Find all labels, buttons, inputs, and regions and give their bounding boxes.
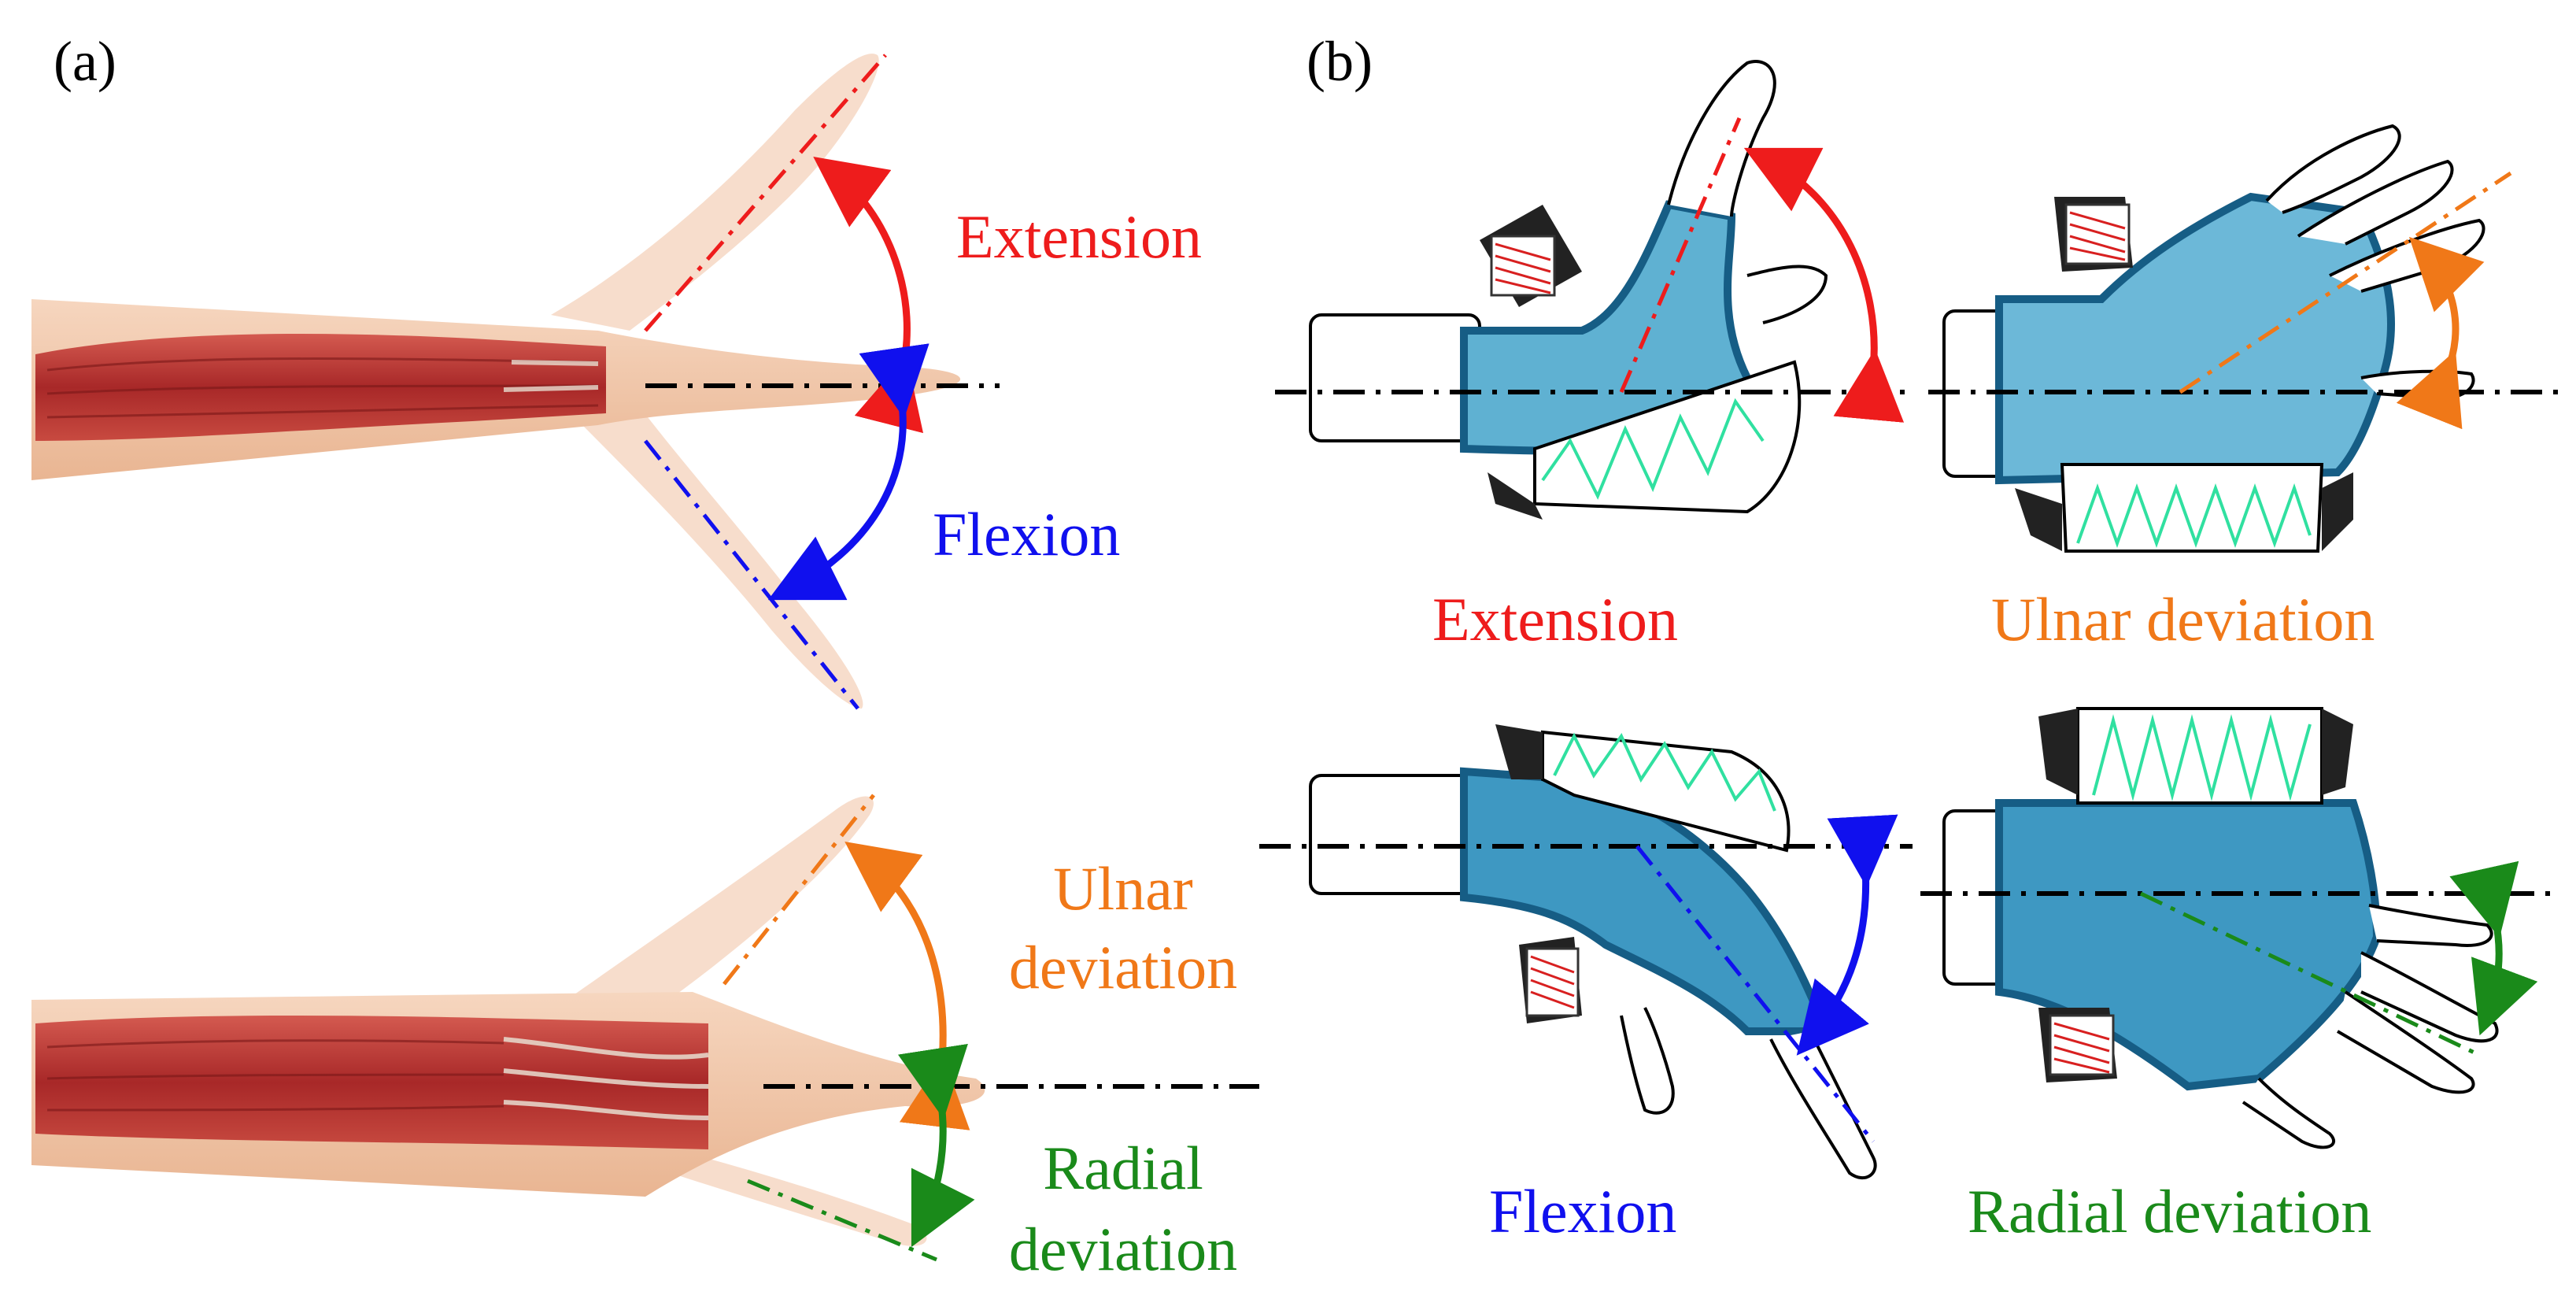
label-b-ulnar-deviation: Ulnar deviation [1991,585,2375,653]
flexion-axis-a [644,439,859,710]
ulnar-axis-b [2179,171,2512,394]
label-a-radial-line2: deviation [1008,1215,1238,1283]
label-a-ulnar-line1: Ulnar [1053,854,1193,923]
extension-arc-arrow-a [813,157,924,434]
extension-axis-a [644,54,887,332]
panel-a-bottom-arm [31,796,985,1246]
label-a-radial-line1: Radial [1043,1134,1203,1202]
flexion-arc-arrow-a [767,343,930,601]
panel-a-top-arm [31,54,961,709]
radial-axis-a [747,1179,937,1262]
extended-hand-ghost [551,54,879,331]
glove-ulnar-deviation [1942,124,2485,553]
label-a-extension: Extension [956,202,1202,271]
extension-axis-b [1619,117,1742,393]
glove-radial-deviation [1942,707,2499,1149]
ulnar-arc-arrow-a [844,842,970,1131]
glove-extension [1309,60,1828,520]
glove-flexion [1309,724,1877,1179]
extension-arc-arrow-b [1743,147,1905,423]
ulnar-arc-arrow-b [2396,236,2485,430]
flexion-arc-arrow-b [1796,814,1898,1056]
radial-arc-arrow-a [897,1043,975,1248]
label-b-flexion: Flexion [1489,1177,1677,1245]
flexed-hand-ghost [567,394,863,709]
forearm-muscle-bottom [35,1016,708,1149]
label-b-radial-deviation: Radial deviation [1968,1177,2372,1245]
panel-label-a: (a) [54,30,116,93]
panel-label-b: (b) [1306,30,1373,93]
ulnar-hand-ghost [567,796,874,1000]
label-a-ulnar-line2: deviation [1008,933,1238,1001]
radial-arc-arrow-b [2449,860,2538,1036]
ulnar-axis-a [723,794,875,986]
label-b-extension: Extension [1432,585,1678,653]
flexion-axis-b [1635,845,1875,1143]
radial-axis-b [2139,891,2481,1057]
label-a-flexion: Flexion [933,500,1121,568]
